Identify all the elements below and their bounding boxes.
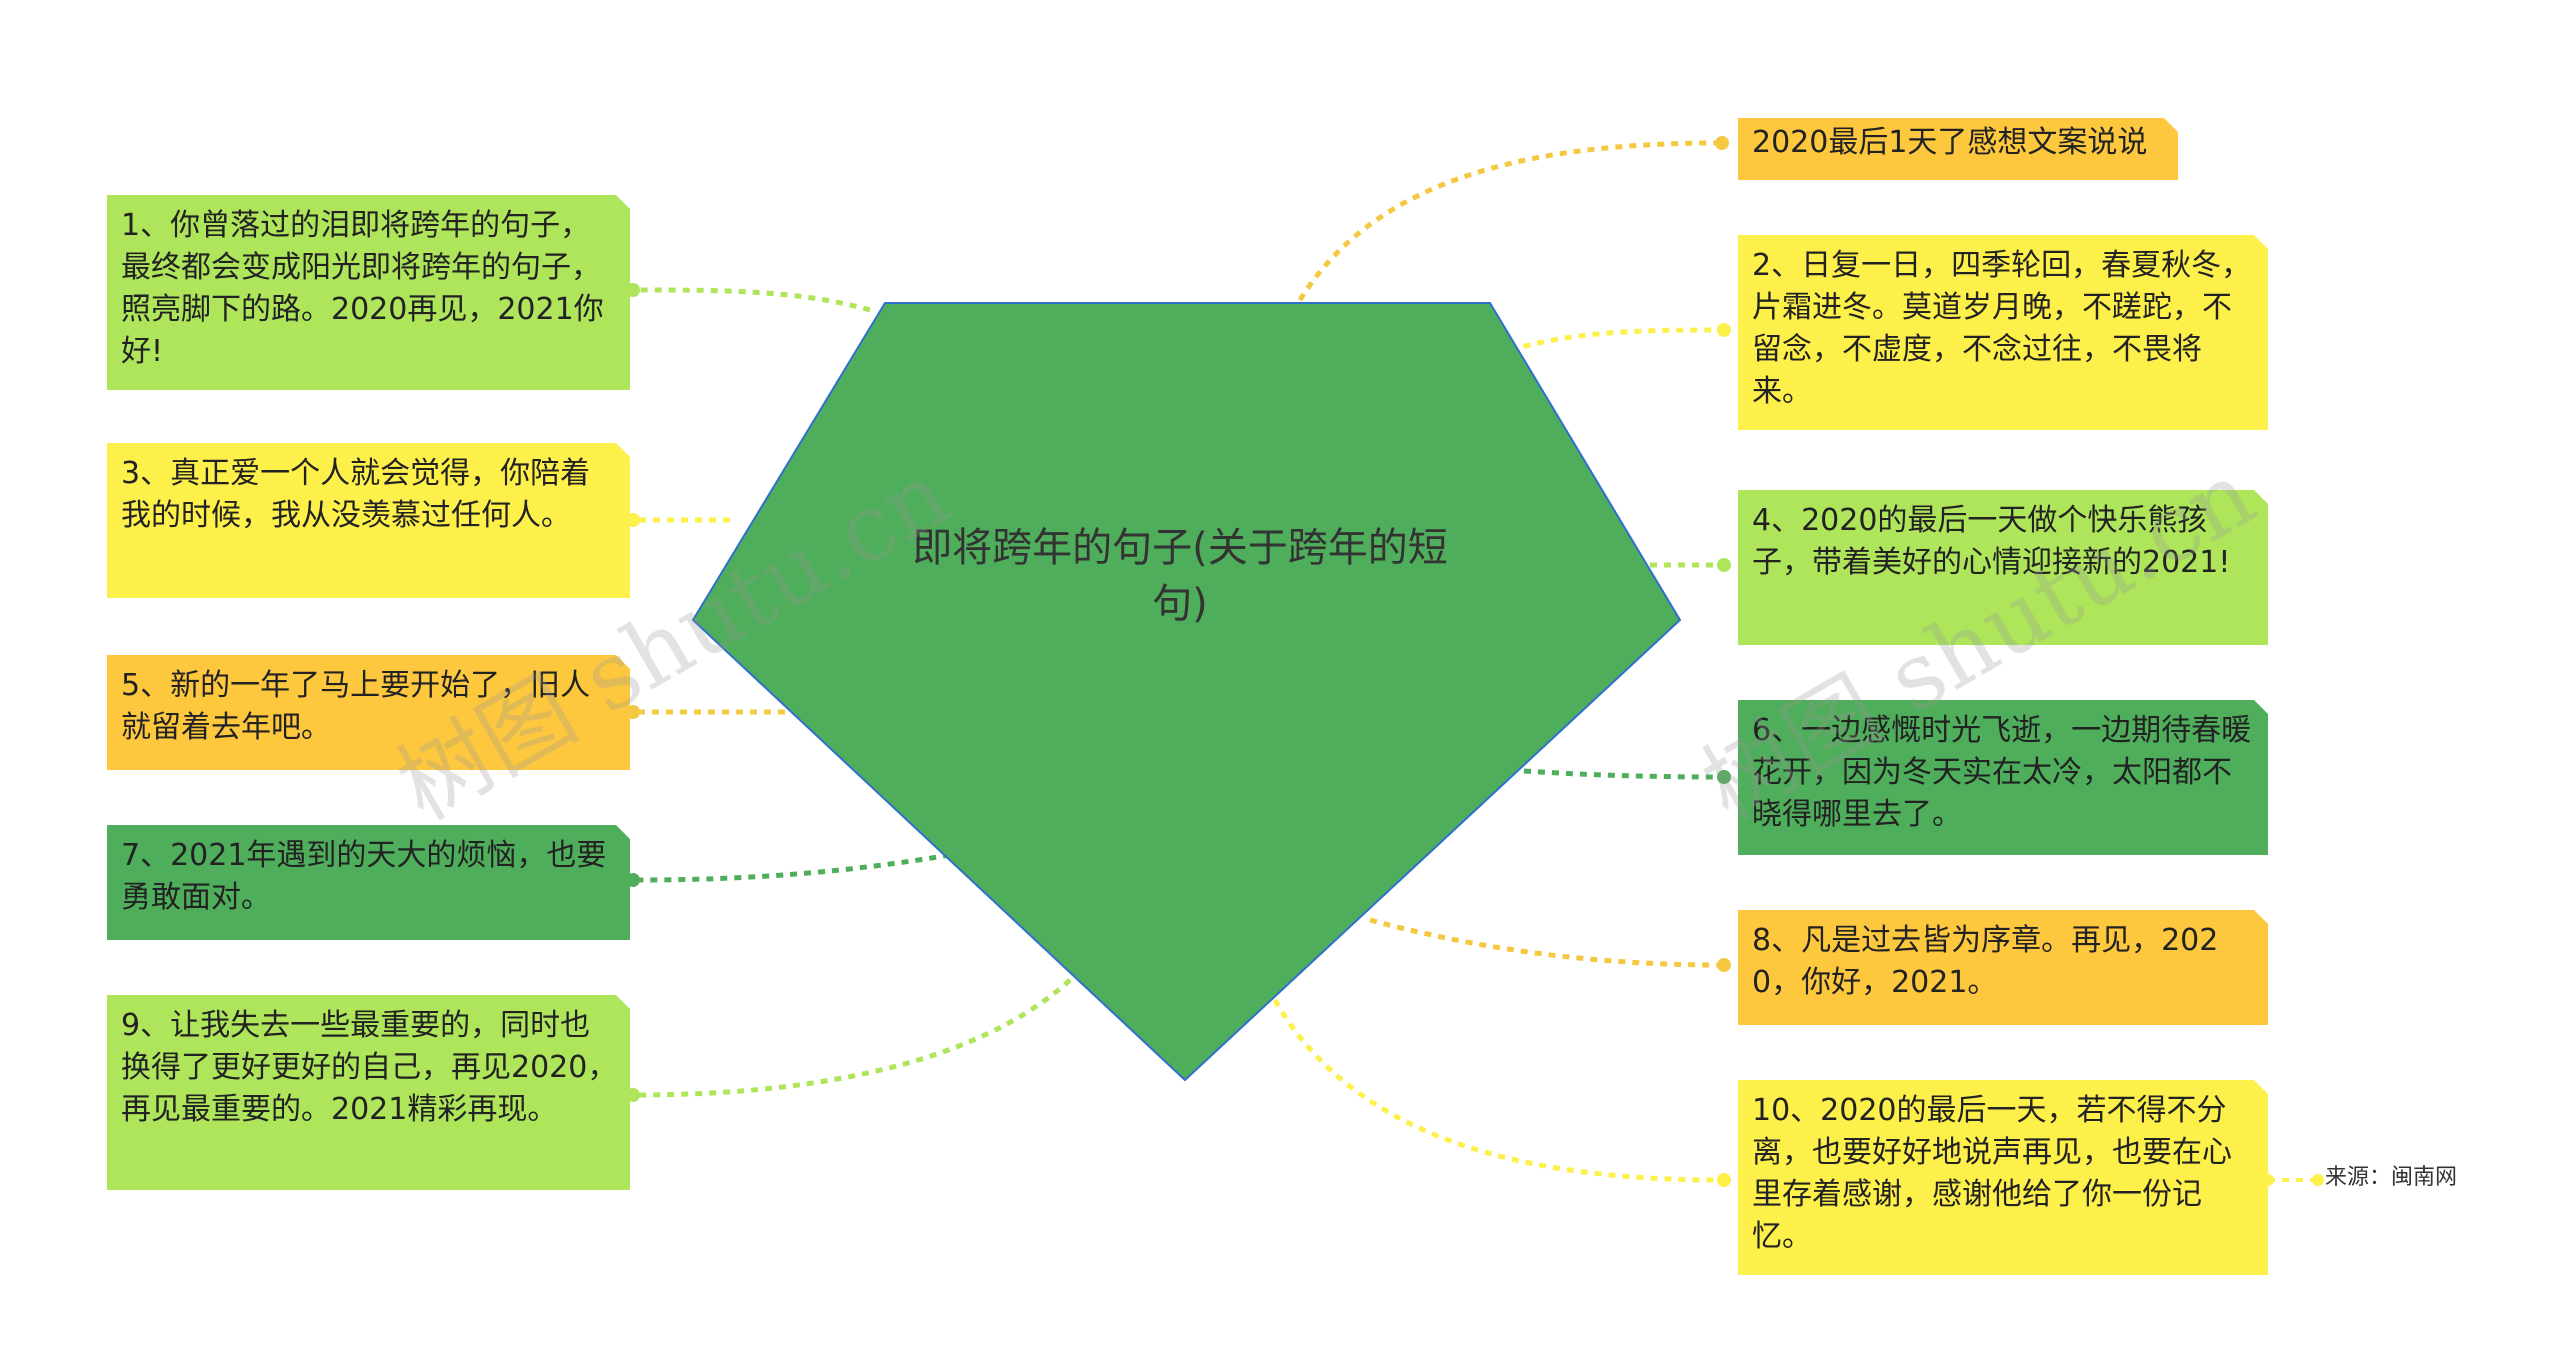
connector-n1 <box>634 287 871 313</box>
branch-node-5[interactable]: 5、新的一年了马上要开始了，旧人就留着去年吧。 <box>107 655 630 770</box>
connector-n7 <box>634 852 951 883</box>
connector-n9 <box>634 978 1072 1098</box>
branch-node-2[interactable]: 2、日复一日，四季轮回，春夏秋冬，片霜进冬。莫道岁月晚，不蹉跎，不留念，不虚度，… <box>1738 235 2268 430</box>
branch-node-9[interactable]: 9、让我失去一些最重要的，同时也换得了更好更好的自己，再见2020，再见最重要的… <box>107 995 630 1190</box>
branch-node-title[interactable]: 2020最后1天了感想文案说说 <box>1738 118 2178 180</box>
connector-dot-n4 <box>1717 558 1731 572</box>
branch-node-6[interactable]: 6、一边感慨时光飞逝，一边期待春暖花开，因为冬天实在太冷，太阳都不晓得哪里去了。 <box>1738 700 2268 855</box>
connector-n8 <box>1369 917 1723 968</box>
connector-dot-source-right <box>2312 1174 2324 1186</box>
branch-node-3[interactable]: 3、真正爱一个人就会觉得，你陪着我的时候，我从没羡慕过任何人。 <box>107 443 630 598</box>
branch-node-7[interactable]: 7、2021年遇到的天大的烦恼，也要勇敢面对。 <box>107 825 630 940</box>
connector-dot-n10 <box>1717 1173 1731 1187</box>
connector-n10 <box>1272 998 1723 1183</box>
connector-dot-n8 <box>1717 958 1731 972</box>
branch-node-4[interactable]: 4、2020的最后一天做个快乐熊孩子，带着美好的心情迎接新的2021! <box>1738 490 2268 645</box>
branch-node-1[interactable]: 1、你曾落过的泪即将跨年的句子，最终都会变成阳光即将跨年的句子，照亮脚下的路。2… <box>107 195 630 390</box>
connector-title <box>1297 140 1721 302</box>
source-label: 来源：闽南网 <box>2325 1165 2458 1190</box>
connector-n6 <box>1509 767 1723 780</box>
connector-dot-title <box>1715 136 1729 150</box>
center-node-shape[interactable] <box>691 302 1682 1082</box>
connector-n2 <box>1509 327 1723 353</box>
center-node-label[interactable]: 即将跨年的句子(关于跨年的短句) <box>912 525 1448 627</box>
branch-node-8[interactable]: 8、凡是过去皆为序章。再见，2020，你好，2021。 <box>1738 910 2268 1025</box>
connector-dot-n6 <box>1717 770 1731 784</box>
connector-dot-n2 <box>1717 323 1731 337</box>
branch-node-10[interactable]: 10、2020的最后一天，若不得不分离，也要好好地说声再见，也要在心里存着感谢，… <box>1738 1080 2268 1275</box>
